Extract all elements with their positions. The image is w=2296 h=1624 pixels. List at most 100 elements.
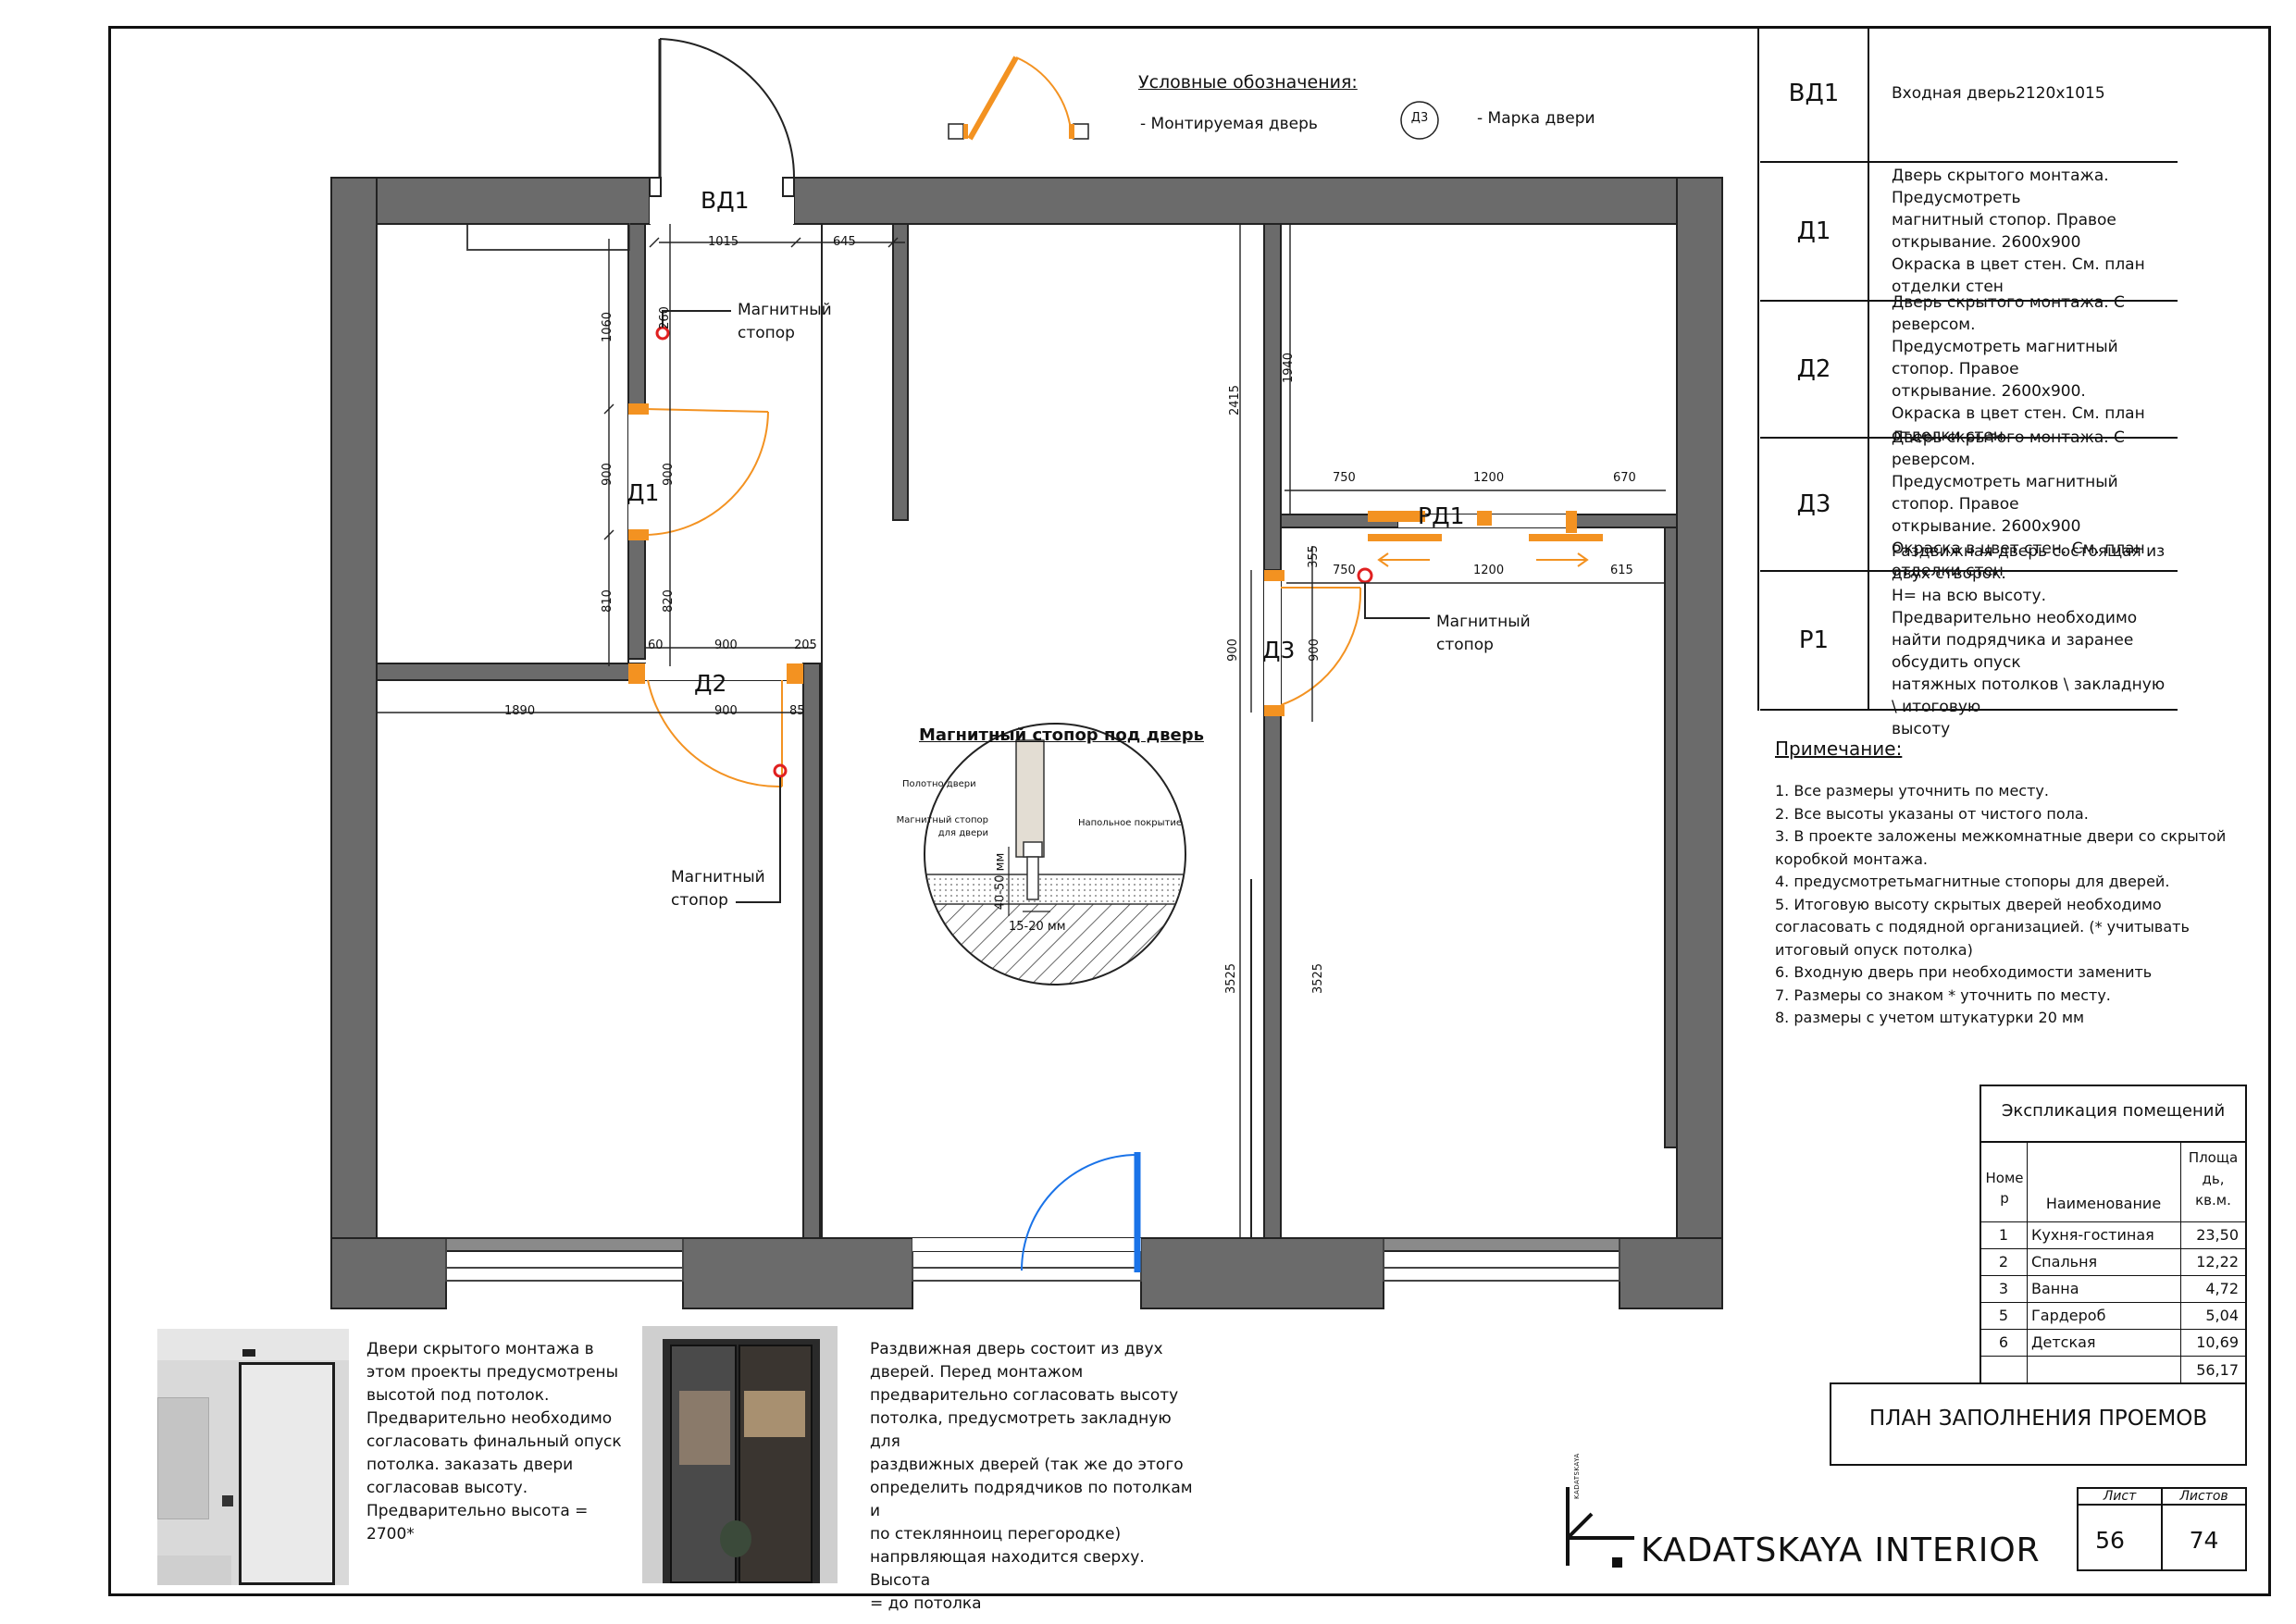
label-rd1: РД1	[1418, 502, 1465, 529]
dim-900-right: 900	[661, 463, 676, 486]
brand-logo-small: KADATSKAYA	[1573, 1453, 1581, 1499]
explication-row: 5 Гардероб 5,04	[1980, 1302, 2246, 1329]
spec-code: Д1	[1760, 163, 1869, 300]
dim-900-d3a: 900	[1225, 638, 1240, 662]
row-name: Кухня-гостиная	[2031, 1226, 2154, 1244]
brand-logo-icon	[1566, 1487, 1634, 1568]
dim-750-a: 750	[1333, 471, 1356, 485]
dim-2415: 2415	[1228, 384, 1243, 416]
dim-205: 205	[794, 638, 817, 652]
detail-dim-width: 15-20 мм	[1009, 920, 1066, 934]
dim-3525-b: 3525	[1311, 962, 1326, 995]
sliding-door-rd1[interactable]	[1368, 511, 1603, 567]
stopper-label-2: Магнитный стопор	[671, 868, 765, 910]
hidden-door-photo	[157, 1329, 349, 1585]
dim-615: 615	[1610, 564, 1633, 577]
stopper-label-1: Магнитный стопор	[738, 301, 832, 342]
row-num: 6	[1998, 1333, 2009, 1351]
explication-row: 1 Кухня-гостиная 23,50	[1980, 1221, 2246, 1248]
sheet-lists-label: Листов	[2179, 1489, 2228, 1504]
explication-total: 56,17	[2196, 1361, 2239, 1379]
explication-col-area: Площа дь, кв.м.	[2188, 1149, 2239, 1209]
door-d3[interactable]	[1264, 570, 1362, 716]
dim-750-b: 750	[1333, 564, 1356, 577]
spec-text: Раздвижная дверь состоящая из двух створ…	[1892, 542, 2166, 738]
dim-1200-a: 1200	[1473, 471, 1505, 485]
dim-260: 260	[657, 306, 672, 329]
row-area: 5,04	[2205, 1307, 2239, 1324]
dim-670: 670	[1613, 471, 1636, 485]
detail-dim-height: 40-50 мм	[993, 852, 1008, 911]
spec-text: Дверь скрытого монтажа. Предусмотреть ма…	[1892, 167, 2145, 296]
explication-row: 3 Ванна 4,72	[1980, 1275, 2246, 1302]
spec-row: Р1 Раздвижная дверь состоящая из двух ст…	[1760, 542, 2178, 738]
interior-lines	[376, 223, 1678, 1239]
explication-vline	[2180, 1141, 2181, 1383]
label-d2: Д2	[694, 670, 727, 697]
dim-900-left: 900	[600, 463, 614, 486]
row-num: 3	[1998, 1280, 2009, 1297]
entry-door-vd1[interactable]	[649, 38, 795, 224]
stopper-leaders	[662, 310, 1430, 903]
label-d3: Д3	[1262, 637, 1296, 663]
row-num: 2	[1998, 1253, 2009, 1271]
note-item: 2. Все высоты указаны от чистого пола.	[1775, 804, 2089, 823]
dim-85: 85	[789, 704, 805, 718]
detail-title: Магнитный стопор под дверь	[919, 725, 1204, 745]
spec-text: Входная дверь2120х1015	[1892, 84, 2105, 103]
detail-floor: Напольное покрытие	[1078, 818, 1182, 828]
note-item: 4. предусмотретьмагнитные стопоры для дв…	[1775, 873, 2170, 890]
note-item: 5. Итоговую высоту скрытых дверей необхо…	[1775, 895, 2190, 959]
dim-1060: 1060	[601, 311, 615, 343]
legend-mounted-door: - Монтируемая дверь	[1140, 115, 1318, 133]
note-item: 7. Размеры со знаком * уточнить по месту…	[1775, 986, 2111, 1004]
door-d1[interactable]	[628, 403, 769, 540]
spec-row: Д1 Дверь скрытого монтажа. Предусмотреть…	[1760, 163, 2178, 302]
dim-1015: 1015	[708, 235, 739, 249]
row-area: 4,72	[2205, 1280, 2239, 1297]
legend-door-symbol	[948, 56, 1089, 141]
stopper-label-3: Магнитный стопор	[1436, 613, 1531, 654]
row-name: Ванна	[2031, 1280, 2079, 1297]
note-item: 1. Все размеры уточнить по месту.	[1775, 782, 2049, 800]
dim-355: 355	[1306, 545, 1321, 568]
dim-1890: 1890	[504, 704, 536, 718]
sliding-door-photo	[642, 1326, 838, 1583]
explication-total-row: 56,17	[1980, 1356, 2246, 1386]
dim-645: 645	[833, 235, 856, 249]
brand-name: KADATSKAYA INTERIOR	[1641, 1531, 2041, 1569]
dim-3525-a: 3525	[1224, 962, 1239, 995]
label-d1: Д1	[627, 479, 660, 506]
notes-title: Примечание:	[1775, 738, 1903, 760]
note-item: 3. В проекте заложены межкомнатные двери…	[1775, 827, 2227, 868]
explication-col-name: Наименование	[2045, 1195, 2162, 1212]
spec-text: Дверь скрытого монтажа. С реверсом. Пред…	[1892, 428, 2145, 580]
note-item: 6. Входную дверь при необходимости замен…	[1775, 963, 2153, 981]
spec-text: Дверь скрытого монтажа. С реверсом. Пред…	[1892, 293, 2145, 445]
row-area: 23,50	[2196, 1226, 2239, 1244]
caption-sliding-door: Раздвижная дверь состоит из двух дверей.…	[870, 1340, 1193, 1613]
spec-code: ВД1	[1760, 26, 1869, 161]
dim-900-mid: 900	[714, 704, 738, 718]
spec-table: ВД1 Входная дверь2120х1015 Д1 Дверь скры…	[1760, 26, 2270, 738]
explication-row: 6 Детская 10,69	[1980, 1329, 2246, 1356]
sheet-title: ПЛАН ЗАПОЛНЕНИЯ ПРОЕМОВ	[1868, 1407, 2208, 1431]
door-d2[interactable]	[628, 663, 803, 788]
spec-row: Д2 Дверь скрытого монтажа. С реверсом. П…	[1760, 293, 2178, 445]
spec-row: Д3 Дверь скрытого монтажа. С реверсом. П…	[1760, 428, 2178, 580]
dim-900-top: 900	[714, 638, 738, 652]
detail-stopper-for-door: Магнитный стопор для двери	[896, 815, 988, 838]
sheet-lists-number: 74	[2189, 1527, 2219, 1554]
dim-1940: 1940	[1282, 352, 1297, 384]
spec-code: Р1	[1760, 572, 1869, 709]
explication-rows: 1 Кухня-гостиная 23,50 2 Спальня 12,22 3…	[1980, 1221, 2246, 1386]
explication-row: 2 Спальня 12,22	[1980, 1248, 2246, 1275]
explication-col-num: Номе р	[1985, 1170, 2024, 1207]
notes-list: 1. Все размеры уточнить по месту. 2. Все…	[1775, 780, 2256, 1030]
row-num: 5	[1998, 1307, 2009, 1324]
row-num: 1	[1998, 1226, 2009, 1244]
row-area: 12,22	[2196, 1253, 2239, 1271]
legend-door-tag-symbol: Д3	[1410, 111, 1429, 125]
glass-door[interactable]	[912, 1152, 1141, 1272]
